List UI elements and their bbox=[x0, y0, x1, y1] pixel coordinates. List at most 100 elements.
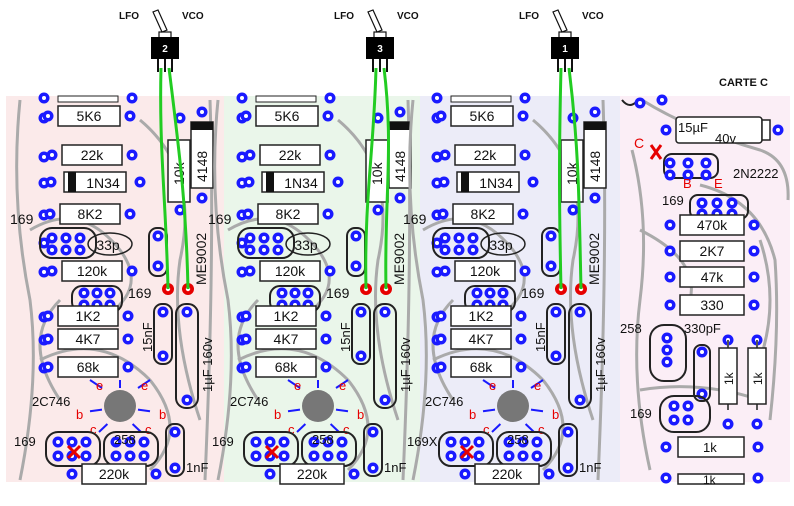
wire bbox=[567, 67, 583, 290]
resistor-5k6-label: 5K6 bbox=[470, 108, 495, 124]
ic-169-outline bbox=[237, 227, 295, 259]
pad bbox=[236, 92, 248, 104]
capacitor-15nf bbox=[351, 303, 371, 365]
lead-ray bbox=[287, 408, 301, 413]
board-c-resistor-3 bbox=[679, 294, 745, 316]
pad bbox=[467, 232, 479, 244]
pad bbox=[437, 208, 449, 220]
pad bbox=[320, 361, 332, 373]
pad bbox=[240, 333, 252, 345]
resistor-1k-label: 1k bbox=[703, 440, 717, 455]
pin-e-label: e bbox=[141, 378, 148, 393]
lead-ray bbox=[530, 379, 544, 389]
ic-me9002-label: ME9002 bbox=[391, 233, 407, 285]
pad bbox=[748, 271, 760, 283]
pad bbox=[320, 333, 332, 345]
pad bbox=[46, 232, 58, 244]
resistor-10k-label: 10k bbox=[564, 161, 580, 185]
label-169-red: 169 bbox=[326, 285, 350, 301]
switch-right-label: VCO bbox=[397, 11, 419, 22]
pin-e-label: e bbox=[96, 378, 103, 393]
ic-169-bottom-outline bbox=[659, 395, 711, 433]
pin-c-label: c bbox=[538, 422, 545, 437]
pad bbox=[336, 436, 348, 448]
capacitor-33p bbox=[87, 232, 133, 256]
pad bbox=[196, 192, 208, 204]
pad bbox=[519, 92, 531, 104]
pad bbox=[545, 260, 557, 272]
lead-ray bbox=[137, 408, 151, 413]
pad bbox=[372, 204, 384, 216]
label-169-bottom: 169 bbox=[212, 434, 234, 449]
capacitor-1nf-label: 1nF bbox=[579, 460, 601, 475]
diode-1n34-label: 1N34 bbox=[284, 175, 318, 191]
lead-ray bbox=[89, 379, 103, 389]
switch-number: 1 bbox=[562, 44, 568, 55]
capacitor-330pf bbox=[693, 344, 711, 402]
switch-number: 3 bbox=[377, 44, 383, 55]
capacitor-33p bbox=[480, 232, 526, 256]
resistor-120k-label: 120k bbox=[470, 263, 501, 279]
pad bbox=[264, 468, 276, 480]
pad bbox=[664, 169, 676, 181]
pad bbox=[332, 176, 344, 188]
resistor-1k2 bbox=[450, 305, 512, 327]
pad bbox=[46, 244, 58, 256]
switch-number: 2 bbox=[162, 44, 168, 55]
pad bbox=[550, 306, 562, 318]
board-c: CARTE C 15µF 40v C B E 2N2222 169 bbox=[620, 77, 790, 487]
pin-b-label: b bbox=[159, 407, 166, 422]
pad bbox=[74, 244, 86, 256]
pin-c-label: c bbox=[288, 422, 295, 437]
pad bbox=[157, 306, 169, 318]
pad bbox=[519, 149, 531, 161]
pad bbox=[473, 450, 485, 462]
cut-mark-icon bbox=[459, 444, 475, 460]
pin-e-label: e bbox=[339, 378, 346, 393]
pad bbox=[278, 450, 290, 462]
pad bbox=[60, 244, 72, 256]
pad bbox=[435, 310, 447, 322]
pad bbox=[682, 400, 694, 412]
pad bbox=[439, 232, 451, 244]
pad bbox=[122, 361, 134, 373]
pad bbox=[562, 462, 574, 474]
label-258: 258 bbox=[312, 432, 334, 447]
board-c-resistor-2 bbox=[679, 266, 745, 288]
pad bbox=[438, 176, 450, 188]
pad bbox=[550, 350, 562, 362]
pad bbox=[42, 333, 54, 345]
label-169: 169 bbox=[403, 211, 427, 227]
pad bbox=[66, 468, 78, 480]
pad bbox=[289, 287, 301, 299]
capacitor-1nf bbox=[558, 423, 578, 477]
resistor-120k bbox=[454, 260, 516, 282]
resistor-68k-label: 68k bbox=[77, 359, 101, 375]
resistor-120k bbox=[259, 260, 321, 282]
diode-1n34-label: 1N34 bbox=[479, 175, 513, 191]
pad bbox=[276, 287, 288, 299]
pin-c-label: c bbox=[90, 422, 97, 437]
resistor-8k2 bbox=[257, 203, 319, 225]
lead-ray bbox=[137, 379, 151, 389]
pad bbox=[52, 436, 64, 448]
switch-wires bbox=[364, 67, 391, 290]
pad bbox=[240, 361, 252, 373]
switch-body bbox=[551, 37, 579, 59]
pad bbox=[322, 208, 334, 220]
resistor-1k bbox=[677, 436, 745, 458]
pad bbox=[445, 436, 457, 448]
pad bbox=[134, 176, 146, 188]
lead-ray bbox=[89, 408, 103, 413]
pad bbox=[664, 219, 676, 231]
pad bbox=[394, 106, 406, 118]
pad bbox=[589, 192, 601, 204]
pin-e-label: e bbox=[294, 378, 301, 393]
wire bbox=[382, 67, 391, 290]
resistor-220k bbox=[81, 463, 147, 485]
resistor-1k2-label: 1K2 bbox=[274, 308, 299, 324]
pad bbox=[661, 356, 673, 368]
